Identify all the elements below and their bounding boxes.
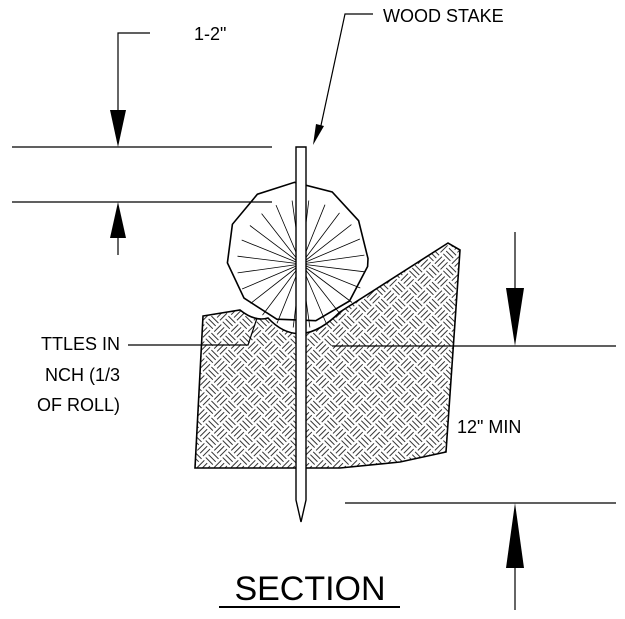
wattle-spoke bbox=[300, 212, 340, 265]
wattle-spoke bbox=[300, 263, 365, 273]
wood-stake-label: WOOD STAKE bbox=[383, 6, 504, 26]
depth-label: 12" MIN bbox=[457, 417, 521, 437]
spacing-label: 1-2" bbox=[194, 24, 226, 44]
wattle-spoke bbox=[249, 225, 302, 265]
wattle-spoke bbox=[241, 239, 302, 265]
wood-stake-arrowhead bbox=[313, 124, 324, 145]
wattle-label-line2: NCH (1/3 bbox=[45, 365, 120, 385]
wattle-leader bbox=[128, 317, 258, 346]
wattle-spoke bbox=[300, 224, 352, 265]
wood-stake bbox=[295, 146, 307, 523]
wattle-spoke bbox=[250, 263, 302, 304]
wattle-spoke bbox=[261, 213, 302, 265]
wattle-spoke bbox=[237, 255, 302, 265]
depth-arrow-up bbox=[506, 503, 524, 568]
wattle-label-line1: TTLES IN bbox=[41, 334, 120, 354]
wattle-spoke bbox=[300, 263, 361, 289]
depth-dimension bbox=[332, 232, 616, 610]
wattle-spoke bbox=[237, 263, 302, 274]
wattle-spoke bbox=[241, 263, 302, 290]
depth-arrow-down bbox=[506, 288, 524, 346]
wattle-spoke bbox=[300, 263, 341, 315]
section-title: SECTION bbox=[234, 570, 385, 608]
wattle-spoke bbox=[300, 254, 365, 265]
spacing-dimension bbox=[12, 32, 272, 255]
wattle-spoke bbox=[262, 263, 302, 316]
spacing-arrow-down bbox=[110, 110, 126, 147]
wattle-spoke bbox=[300, 263, 353, 303]
wattle-label-line3: OF ROLL) bbox=[37, 395, 120, 415]
wood-stake-leader bbox=[319, 13, 373, 131]
wattle-spoke bbox=[300, 238, 361, 265]
soil-trench bbox=[194, 242, 461, 469]
spacing-arrow-up bbox=[110, 202, 126, 238]
